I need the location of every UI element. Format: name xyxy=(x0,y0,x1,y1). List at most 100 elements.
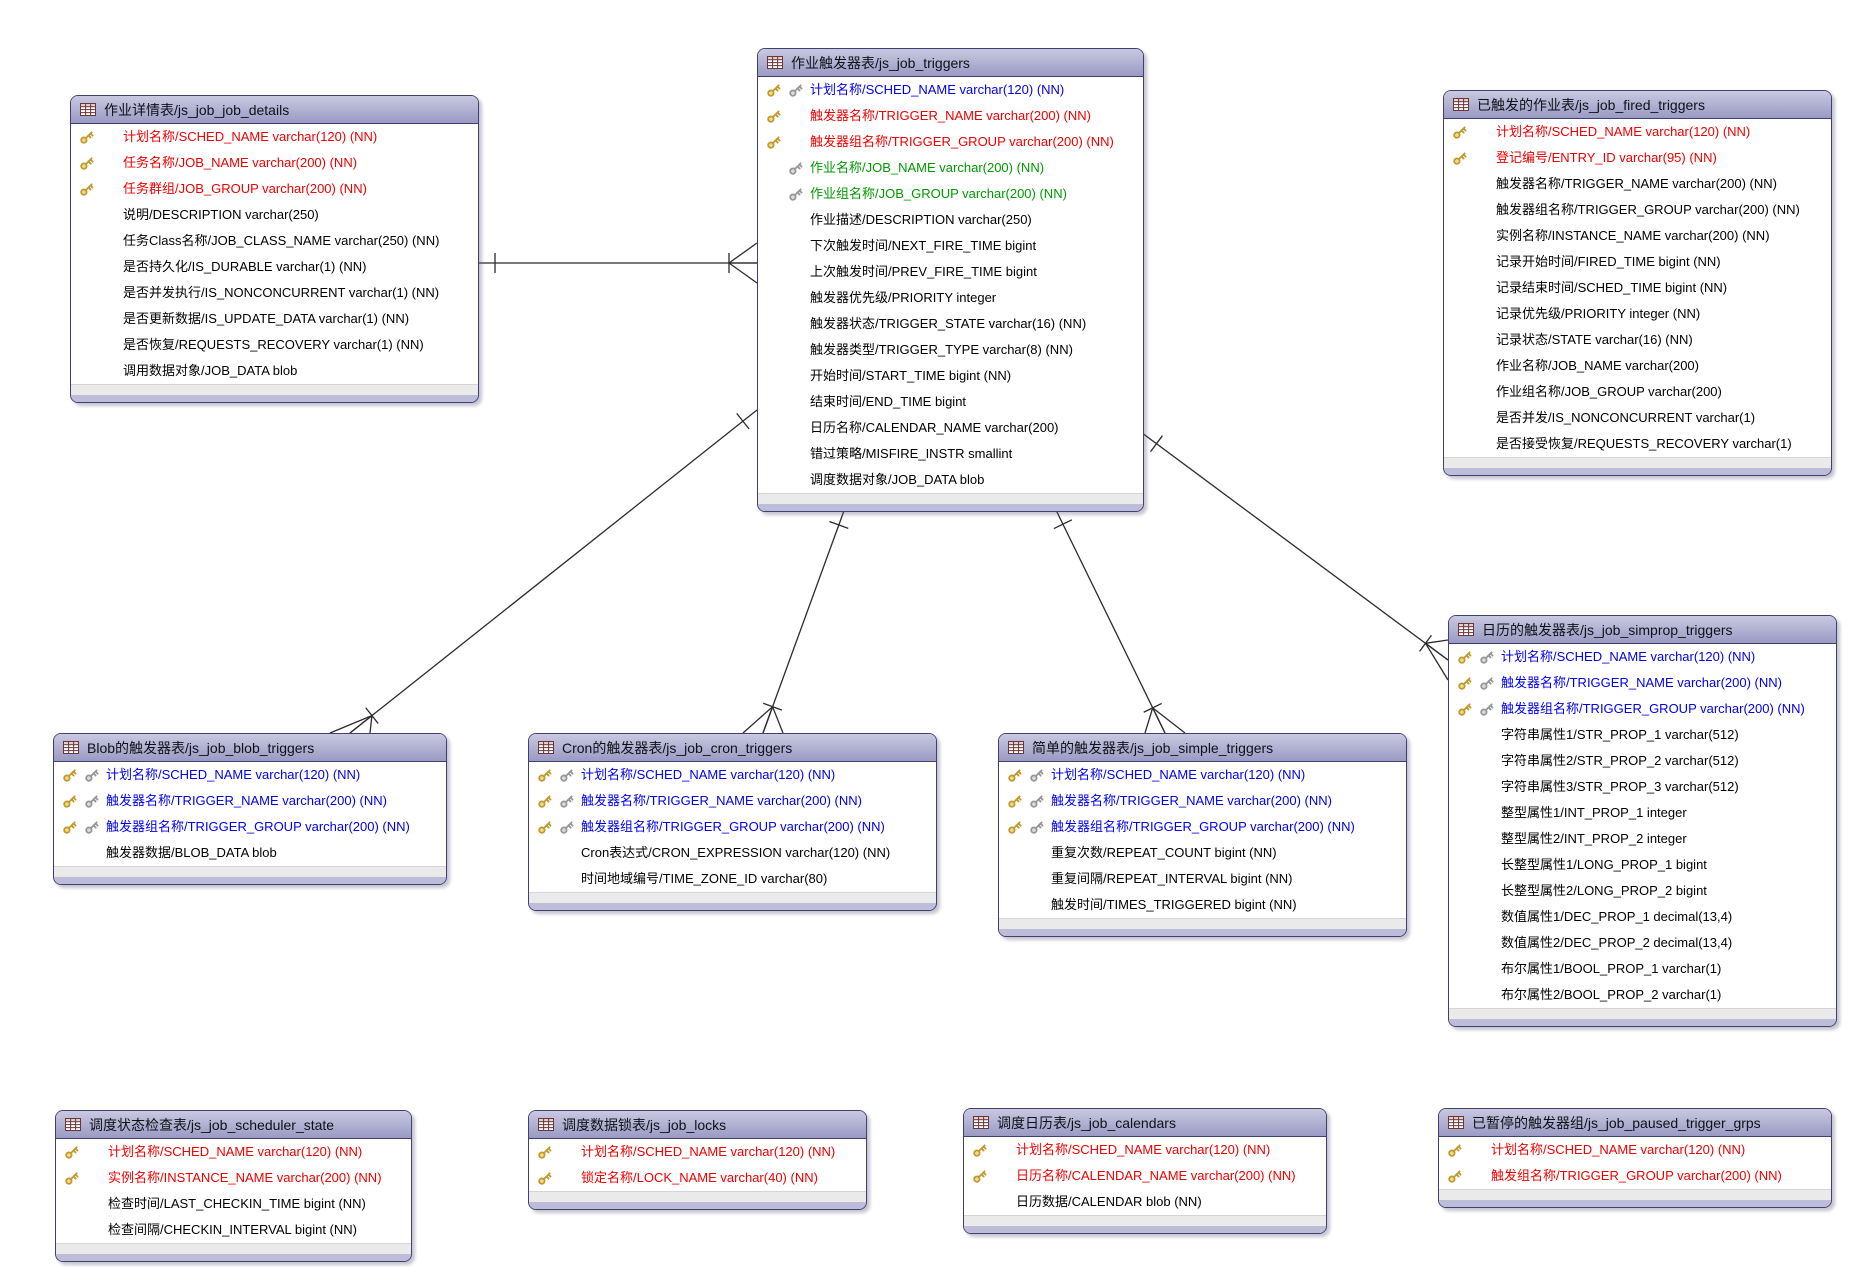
column-row[interactable]: Cron表达式/CRON_EXPRESSION varchar(120) (NN… xyxy=(529,840,936,866)
table-header-simple-triggers[interactable]: 简单的触发器表/js_job_simple_triggers xyxy=(999,734,1406,762)
column-row[interactable]: 字符串属性1/STR_PROP_1 varchar(512) xyxy=(1449,722,1836,748)
column-row[interactable]: 是否更新数据/IS_UPDATE_DATA varchar(1) (NN) xyxy=(71,306,478,332)
column-row[interactable]: 计划名称/SCHED_NAME varchar(120) (NN) xyxy=(1444,119,1831,145)
column-row[interactable]: 上次触发时间/PREV_FIRE_TIME bigint xyxy=(758,259,1143,285)
column-row[interactable]: 重复间隔/REPEAT_INTERVAL bigint (NN) xyxy=(999,866,1406,892)
column-row[interactable]: 计划名称/SCHED_NAME varchar(120) (NN) xyxy=(529,1139,866,1165)
column-row[interactable]: 是否接受恢复/REQUESTS_RECOVERY varchar(1) xyxy=(1444,431,1831,457)
column-row[interactable]: 日历名称/CALENDAR_NAME varchar(200) xyxy=(758,415,1143,441)
column-row[interactable]: 记录开始时间/FIRED_TIME bigint (NN) xyxy=(1444,249,1831,275)
column-row[interactable]: 开始时间/START_TIME bigint (NN) xyxy=(758,363,1143,389)
column-row[interactable]: 作业名称/JOB_NAME varchar(200) (NN) xyxy=(758,155,1143,181)
column-row[interactable]: 整型属性2/INT_PROP_2 integer xyxy=(1449,826,1836,852)
table-header-locks[interactable]: 调度数据锁表/js_job_locks xyxy=(529,1111,866,1139)
column-row[interactable]: 检查间隔/CHECKIN_INTERVAL bigint (NN) xyxy=(56,1217,411,1243)
column-row[interactable]: 触发器名称/TRIGGER_NAME varchar(200) (NN) xyxy=(54,788,446,814)
column-row[interactable]: 下次触发时间/NEXT_FIRE_TIME bigint xyxy=(758,233,1143,259)
column-row[interactable]: 记录结束时间/SCHED_TIME bigint (NN) xyxy=(1444,275,1831,301)
column-row[interactable]: 错过策略/MISFIRE_INSTR smallint xyxy=(758,441,1143,467)
column-row[interactable]: 触发器组名称/TRIGGER_GROUP varchar(200) (NN) xyxy=(758,129,1143,155)
column-row[interactable]: 触发器组名称/TRIGGER_GROUP varchar(200) (NN) xyxy=(529,814,936,840)
column-row[interactable]: 作业组名称/JOB_GROUP varchar(200) xyxy=(1444,379,1831,405)
column-row[interactable]: 计划名称/SCHED_NAME varchar(120) (NN) xyxy=(529,762,936,788)
relationship-job-details-to-triggers[interactable] xyxy=(477,242,758,284)
table-header-paused-trigger-grps[interactable]: 已暂停的触发器组/js_job_paused_trigger_grps xyxy=(1439,1109,1831,1137)
column-row[interactable]: 调度数据对象/JOB_DATA blob xyxy=(758,467,1143,493)
column-row[interactable]: 是否恢复/REQUESTS_RECOVERY varchar(1) (NN) xyxy=(71,332,478,358)
column-row[interactable]: 任务名称/JOB_NAME varchar(200) (NN) xyxy=(71,150,478,176)
column-row[interactable]: 布尔属性2/BOOL_PROP_2 varchar(1) xyxy=(1449,982,1836,1008)
column-row[interactable]: 调用数据对象/JOB_DATA blob xyxy=(71,358,478,384)
column-row[interactable]: 触发时间/TIMES_TRIGGERED bigint (NN) xyxy=(999,892,1406,918)
column-row[interactable]: 时间地域编号/TIME_ZONE_ID varchar(80) xyxy=(529,866,936,892)
column-row[interactable]: 日历名称/CALENDAR_NAME varchar(200) (NN) xyxy=(964,1163,1326,1189)
column-row[interactable]: 计划名称/SCHED_NAME varchar(120) (NN) xyxy=(999,762,1406,788)
column-row[interactable]: 长整型属性2/LONG_PROP_2 bigint xyxy=(1449,878,1836,904)
column-row[interactable]: 作业描述/DESCRIPTION varchar(250) xyxy=(758,207,1143,233)
column-row[interactable]: 日历数据/CALENDAR blob (NN) xyxy=(964,1189,1326,1215)
column-row[interactable]: 触发器类型/TRIGGER_TYPE varchar(8) (NN) xyxy=(758,337,1143,363)
column-row[interactable]: 触发器优先级/PRIORITY integer xyxy=(758,285,1143,311)
column-row[interactable]: 计划名称/SCHED_NAME varchar(120) (NN) xyxy=(964,1137,1326,1163)
column-row[interactable]: 说明/DESCRIPTION varchar(250) xyxy=(71,202,478,228)
column-row[interactable]: 是否并发执行/IS_NONCONCURRENT varchar(1) (NN) xyxy=(71,280,478,306)
column-row[interactable]: 触发器数据/BLOB_DATA blob xyxy=(54,840,446,866)
column-row[interactable]: 是否并发/IS_NONCONCURRENT varchar(1) xyxy=(1444,405,1831,431)
column-row[interactable]: 检查时间/LAST_CHECKIN_TIME bigint (NN) xyxy=(56,1191,411,1217)
column-row[interactable]: 触发器名称/TRIGGER_NAME varchar(200) (NN) xyxy=(1444,171,1831,197)
column-row[interactable]: 触发器名称/TRIGGER_NAME varchar(200) (NN) xyxy=(758,103,1143,129)
column-row[interactable]: 数值属性1/DEC_PROP_1 decimal(13,4) xyxy=(1449,904,1836,930)
column-row[interactable]: 长整型属性1/LONG_PROP_1 bigint xyxy=(1449,852,1836,878)
relationship-triggers-to-blob[interactable] xyxy=(329,409,758,734)
column-row[interactable]: 触发器组名称/TRIGGER_GROUP varchar(200) (NN) xyxy=(1444,197,1831,223)
relationship-triggers-to-simprop[interactable] xyxy=(1141,432,1449,681)
column-row[interactable]: 计划名称/SCHED_NAME varchar(120) (NN) xyxy=(54,762,446,788)
table-header-calendars[interactable]: 调度日历表/js_job_calendars xyxy=(964,1109,1326,1137)
column-row[interactable]: 触发器组名称/TRIGGER_GROUP varchar(200) (NN) xyxy=(999,814,1406,840)
relationship-triggers-to-cron[interactable] xyxy=(742,507,849,734)
column-row[interactable]: 触发器名称/TRIGGER_NAME varchar(200) (NN) xyxy=(1449,670,1836,696)
column-row[interactable]: 作业组名称/JOB_GROUP varchar(200) (NN) xyxy=(758,181,1143,207)
column-row[interactable]: 计划名称/SCHED_NAME varchar(120) (NN) xyxy=(1449,644,1836,670)
table-header-job-details[interactable]: 作业详情表/js_job_job_details xyxy=(71,96,478,124)
column-row[interactable]: 锁定名称/LOCK_NAME varchar(40) (NN) xyxy=(529,1165,866,1191)
table-header-fired-triggers[interactable]: 已触发的作业表/js_job_fired_triggers xyxy=(1444,91,1831,119)
column-row[interactable]: 触发器名称/TRIGGER_NAME varchar(200) (NN) xyxy=(529,788,936,814)
column-row[interactable]: 字符串属性3/STR_PROP_3 varchar(512) xyxy=(1449,774,1836,800)
column-row[interactable]: 实例名称/INSTANCE_NAME varchar(200) (NN) xyxy=(1444,223,1831,249)
column-row[interactable]: 结束时间/END_TIME bigint xyxy=(758,389,1143,415)
column-row[interactable]: 作业名称/JOB_NAME varchar(200) xyxy=(1444,353,1831,379)
column-row[interactable]: 计划名称/SCHED_NAME varchar(120) (NN) xyxy=(1439,1137,1831,1163)
column-row[interactable]: 触发器组名称/TRIGGER_GROUP varchar(200) (NN) xyxy=(54,814,446,840)
column-row[interactable]: 触发器组名称/TRIGGER_GROUP varchar(200) (NN) xyxy=(1449,696,1836,722)
table-header-scheduler-state[interactable]: 调度状态检查表/js_job_scheduler_state xyxy=(56,1111,411,1139)
column-row[interactable]: 记录状态/STATE varchar(16) (NN) xyxy=(1444,327,1831,353)
table-header-triggers[interactable]: 作业触发器表/js_job_triggers xyxy=(758,49,1143,77)
column-row[interactable]: 计划名称/SCHED_NAME varchar(120) (NN) xyxy=(758,77,1143,103)
column-row[interactable]: 记录优先级/PRIORITY integer (NN) xyxy=(1444,301,1831,327)
column-row[interactable]: 触发器名称/TRIGGER_NAME varchar(200) (NN) xyxy=(999,788,1406,814)
column-row[interactable]: 计划名称/SCHED_NAME varchar(120) (NN) xyxy=(71,124,478,150)
table-header-blob-triggers[interactable]: Blob的触发器表/js_job_blob_triggers xyxy=(54,734,446,762)
column-row[interactable]: 任务群组/JOB_GROUP varchar(200) (NN) xyxy=(71,176,478,202)
column-row[interactable]: 数值属性2/DEC_PROP_2 decimal(13,4) xyxy=(1449,930,1836,956)
relationship-triggers-to-simple[interactable] xyxy=(1053,507,1186,734)
column-row[interactable]: 整型属性1/INT_PROP_1 integer xyxy=(1449,800,1836,826)
column-row[interactable]: 触发组名称/TRIGGER_GROUP varchar(200) (NN) xyxy=(1439,1163,1831,1189)
table-header-cron-triggers[interactable]: Cron的触发器表/js_job_cron_triggers xyxy=(529,734,936,762)
column-row[interactable]: 布尔属性1/BOOL_PROP_1 varchar(1) xyxy=(1449,956,1836,982)
column-row[interactable]: 触发器状态/TRIGGER_STATE varchar(16) (NN) xyxy=(758,311,1143,337)
table-header-simprop-triggers[interactable]: 日历的触发器表/js_job_simprop_triggers xyxy=(1449,616,1836,644)
column-row[interactable]: 登记编号/ENTRY_ID varchar(95) (NN) xyxy=(1444,145,1831,171)
